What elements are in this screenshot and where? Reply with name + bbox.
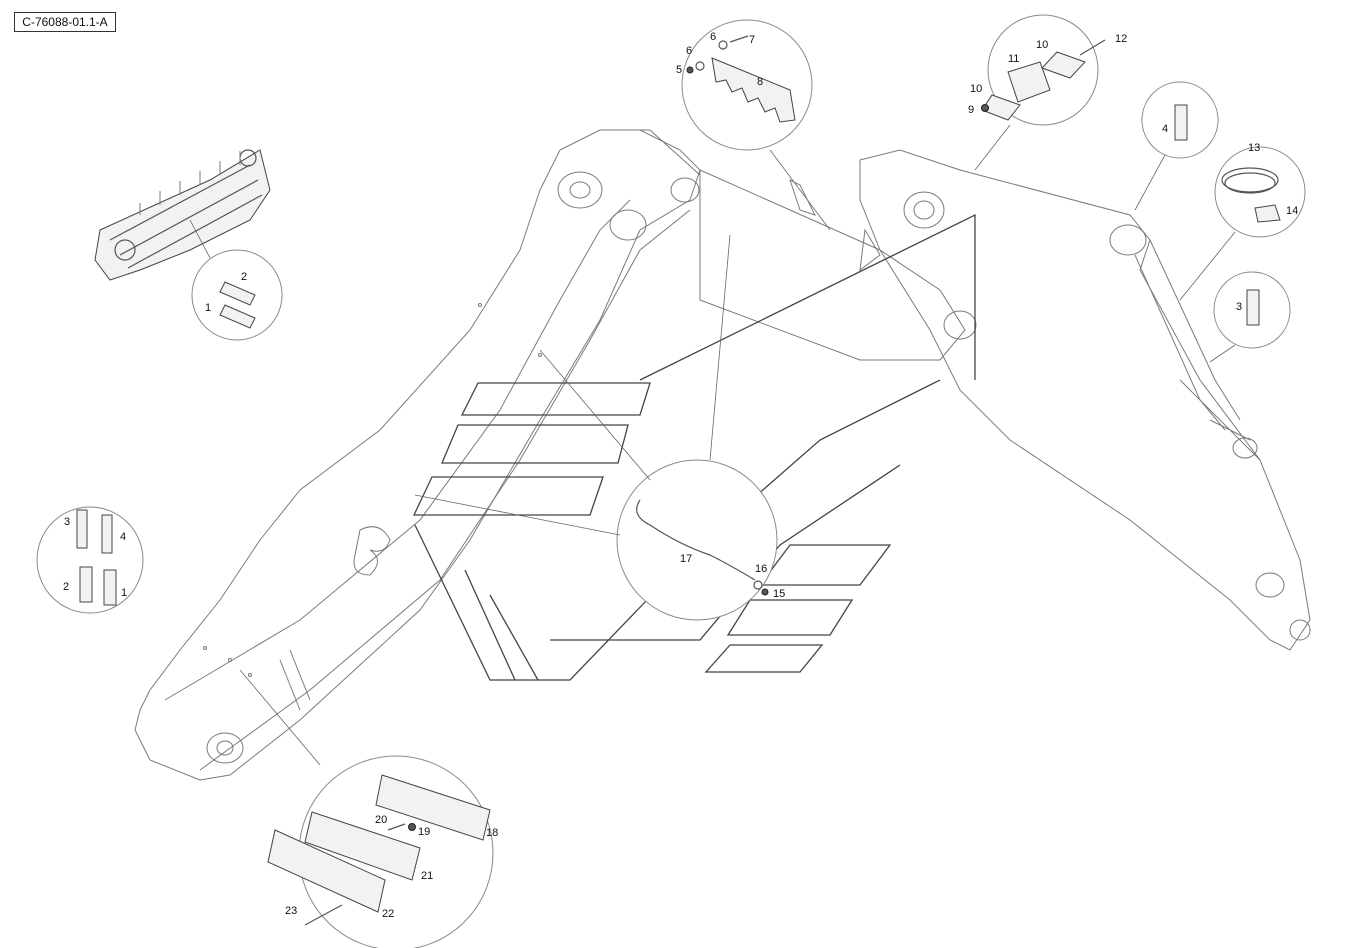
callout-12: 12: [1115, 33, 1127, 45]
callout-11: 11: [1008, 53, 1019, 65]
callout-4-left: 4: [120, 531, 126, 543]
detail-circle-boom-clamp: 20 19 18 21 23 22: [239, 669, 498, 948]
detail-circle-tube: 17 16 15: [414, 234, 785, 621]
detail-circle-clamp: 10 12 11 10 9: [968, 14, 1127, 171]
callout-5: 5: [676, 64, 682, 76]
callout-6: 6: [686, 45, 692, 57]
callout-3-left: 3: [64, 516, 70, 528]
callout-3-right: 3: [1236, 301, 1242, 313]
detail-circle-hose-clamp: 13 14: [1179, 142, 1306, 301]
callout-9: 9: [968, 104, 974, 116]
callout-10: 10: [1036, 39, 1048, 51]
callout-4-top: 4: [1162, 123, 1168, 135]
callout-2-valve: 2: [241, 271, 247, 283]
callout-15: 15: [773, 588, 785, 600]
callout-18: 18: [486, 827, 498, 839]
callout-6b: 6: [710, 31, 716, 43]
callout-14: 14: [1286, 205, 1298, 217]
drawing-reference-label: C-76088-01.1-A: [14, 12, 116, 32]
callout-19: 19: [418, 826, 430, 838]
callout-8: 8: [757, 76, 763, 88]
callout-10b: 10: [970, 83, 982, 95]
callout-2-left: 2: [63, 581, 69, 593]
boom-decal: [412, 213, 976, 681]
detail-circle-valve-fittings: 2 1: [189, 219, 283, 341]
callout-13: 13: [1248, 142, 1260, 154]
callout-20: 20: [375, 814, 387, 826]
callout-22: 22: [382, 908, 394, 920]
callout-1-left: 1: [121, 587, 127, 599]
callout-7: 7: [749, 34, 755, 46]
callout-16: 16: [755, 563, 767, 575]
detail-circle-hose-fittings: 3 4 2 1: [36, 506, 144, 614]
detail-circle-fitting-4: 4: [1134, 81, 1219, 211]
callout-21: 21: [421, 870, 433, 882]
control-valve: [94, 149, 271, 281]
detail-circle-fitting-3: 3: [1209, 271, 1291, 363]
callout-17: 17: [680, 553, 692, 565]
detail-circle-bracket: 6 7 6 5 8: [676, 19, 881, 272]
callout-23: 23: [285, 905, 297, 917]
callout-1-valve: 1: [205, 302, 211, 314]
dipper-arm: [699, 149, 1311, 651]
